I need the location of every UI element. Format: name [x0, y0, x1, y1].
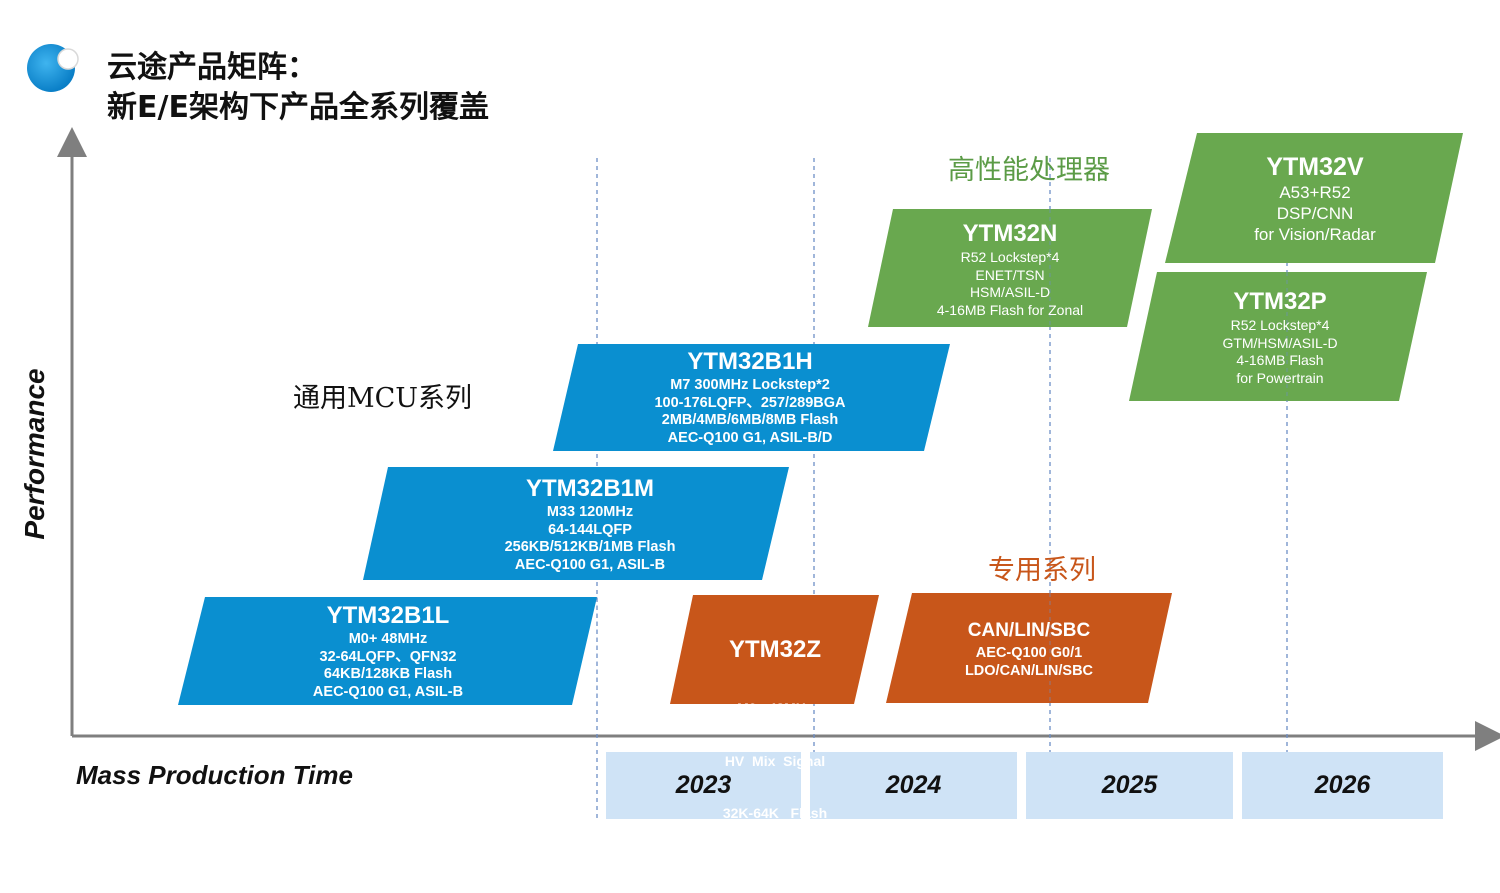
product-b1h: YTM32B1H M7 300MHz Lockstep*2 100-176LQF…	[600, 347, 900, 447]
product-spec: 64-144LQFP	[548, 521, 632, 538]
year-label: 2023	[675, 771, 732, 799]
year-box-2026: 2026	[1242, 752, 1443, 819]
product-spec: 100-176LQFP、257/289BGA	[654, 394, 846, 411]
category-label-general: 通用MCU系列	[293, 383, 473, 414]
year-box-2024: 2024	[810, 752, 1017, 819]
product-box-b1l	[178, 597, 597, 705]
product-spec: HSM/ASIL-D	[969, 284, 1051, 300]
product-spec: M0+ 48MHz	[348, 631, 428, 647]
product-name: CAN/LIN/SBC	[967, 620, 1091, 641]
product-spec: 32K-64K Flash	[722, 805, 828, 821]
product-spec: R52 Lockstep*4	[960, 249, 1060, 265]
product-spec: 256KB/512KB/1MB Flash	[504, 539, 676, 555]
product-spec: AEC-Q100 G1, ASIL-B	[514, 556, 666, 573]
product-spec: LDO/CAN/LIN/SBC	[964, 663, 1094, 679]
product-b1m: YTM32B1M M33 120MHz 64-144LQFP 256KB/512…	[420, 474, 760, 574]
product-name: YTM32N	[962, 220, 1058, 247]
product-spec: M7 300MHz Lockstep*2	[670, 377, 830, 393]
year-box-2025: 2025	[1026, 752, 1233, 819]
product-box-n	[868, 209, 1152, 327]
product-spec: 2MB/4MB/6MB/8MB Flash	[661, 412, 839, 428]
product-name: YTM32V	[1266, 153, 1364, 181]
product-name: YTM32B1L	[326, 602, 450, 629]
product-box-p	[1129, 272, 1427, 401]
product-box-v	[1165, 133, 1463, 263]
product-spec: AEC-Q100 G0/1	[975, 645, 1083, 661]
product-name: YTM32Z	[728, 636, 821, 663]
product-spec: A53+R52	[1279, 183, 1351, 202]
product-box-z	[670, 595, 879, 704]
page-title: 云途产品矩阵：	[107, 50, 317, 85]
product-name: YTM32B1M	[525, 475, 655, 502]
product-p: YTM32P R52 Lockstep*4 GTM/HSM/ASIL-D 4-1…	[1160, 287, 1400, 387]
page-subtitle: 新E/E架构下产品全系列覆盖	[107, 90, 489, 125]
product-spec: for Powertrain	[1236, 369, 1324, 386]
product-spec: ENET/TSN	[975, 266, 1045, 283]
category-label-special: 专用系列	[988, 555, 1096, 586]
product-spec: 64KB/128KB Flash	[323, 666, 453, 682]
product-box-b1h	[553, 344, 950, 451]
logo-icon	[24, 42, 86, 94]
product-spec: AEC-Q100 G0/1	[723, 857, 827, 874]
product-spec: 32-64LQFP、QFN32	[319, 648, 457, 665]
product-spec: GTM/HSM/ASIL-D	[1222, 334, 1338, 351]
product-spec: AEC-Q100 G1, ASIL-B/D	[667, 429, 833, 446]
product-spec: M0+ 48MHz	[737, 700, 813, 716]
product-box-can	[886, 593, 1172, 703]
product-spec: HV Mix Signal	[724, 752, 826, 769]
year-label: 2025	[1101, 771, 1158, 799]
product-box-b1m	[363, 467, 789, 580]
product-spec: for Vision/Radar	[1254, 225, 1376, 244]
product-n: YTM32N R52 Lockstep*4 ENET/TSN HSM/ASIL-…	[895, 219, 1125, 319]
product-spec: R52 Lockstep*4	[1230, 317, 1330, 333]
y-axis-label: Performance	[19, 368, 50, 540]
product-name: YTM32B1H	[687, 348, 813, 375]
year-label: 2026	[1314, 771, 1371, 799]
roadmap-diagram	[57, 127, 1500, 820]
product-spec: AEC-Q100 G1, ASIL-B	[312, 683, 464, 700]
x-axis-label: Mass Production Time	[76, 760, 353, 790]
product-spec: DSP/CNN	[1276, 204, 1354, 223]
product-spec: 4-16MB Flash for Zonal	[936, 301, 1084, 318]
year-box-2023: 2023	[606, 752, 801, 819]
product-name: YTM32P	[1233, 288, 1327, 315]
product-spec: 4-16MB Flash	[1236, 352, 1324, 368]
product-z: YTM32Z M0+ 48MHz HV Mix Signal 32K-64K F…	[692, 600, 858, 893]
product-spec: M33 120MHz	[546, 504, 634, 520]
product-can: CAN/LIN/SBC AEC-Q100 G0/1 LDO/CAN/LIN/SB…	[910, 618, 1148, 680]
category-label-high-perf: 高性能处理器	[948, 155, 1110, 186]
year-label: 2024	[885, 771, 942, 799]
product-v: YTM32V A53+R52 DSP/CNN for Vision/Radar	[1190, 152, 1440, 245]
product-b1l: YTM32B1L M0+ 48MHz 32-64LQFP、QFN32 64KB/…	[232, 601, 544, 701]
